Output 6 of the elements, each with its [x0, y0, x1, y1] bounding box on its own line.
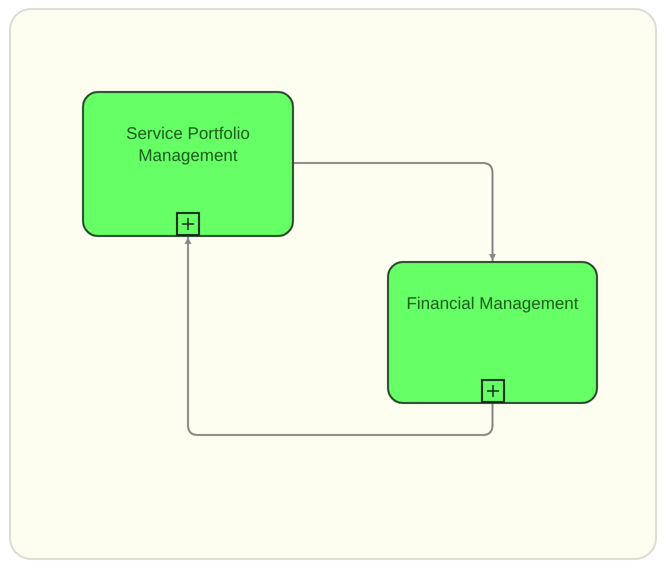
process-box — [82, 91, 294, 237]
process-label: Service Portfolio Management — [125, 123, 251, 167]
process-label: Financial Management — [406, 293, 580, 315]
process-box — [387, 261, 598, 404]
arrow — [184, 237, 494, 436]
arrow — [294, 162, 496, 261]
